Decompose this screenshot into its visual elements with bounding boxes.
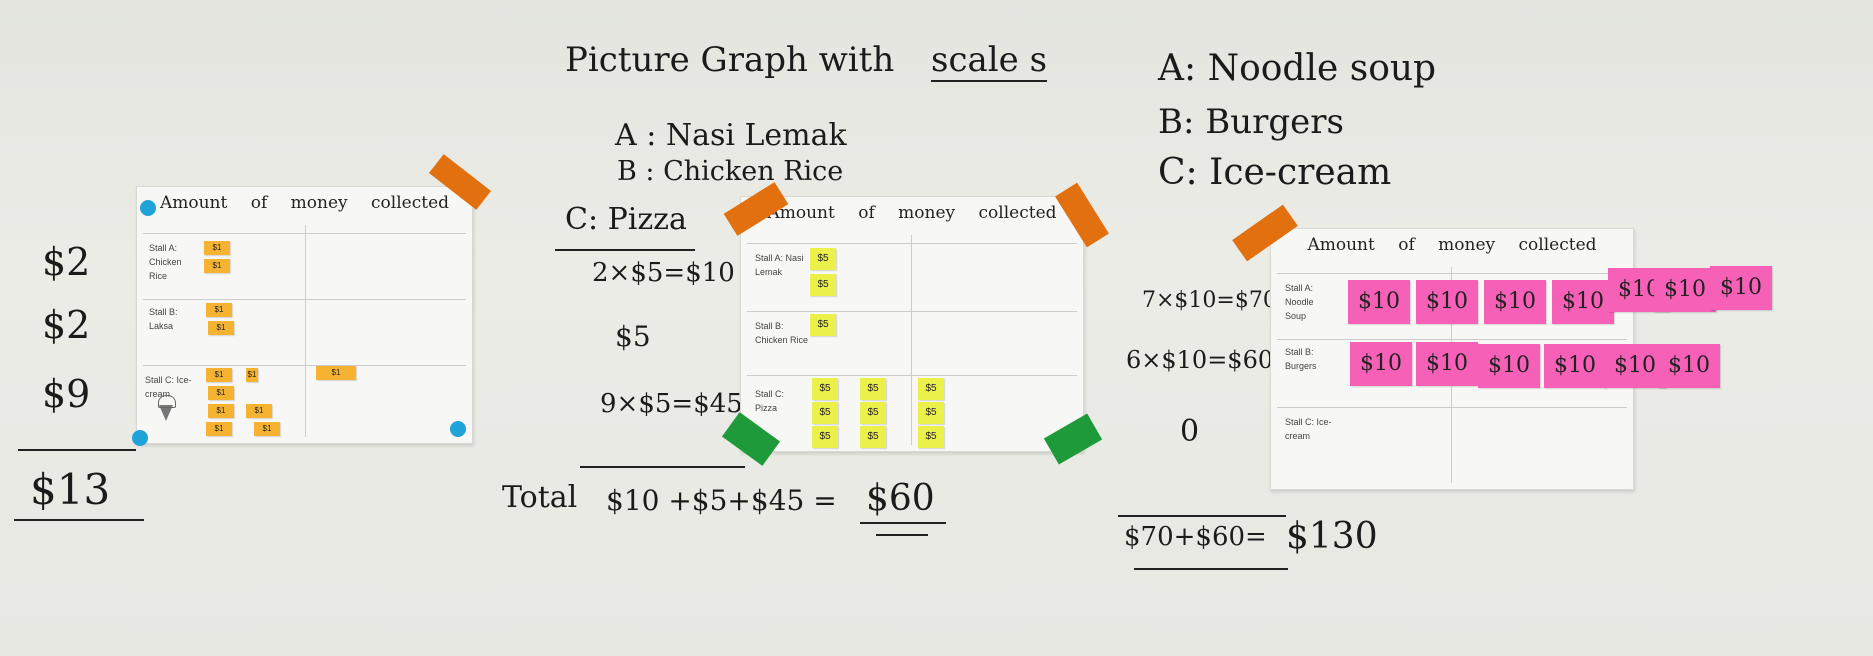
sticky-note: $5	[918, 426, 944, 448]
left-sum-line	[18, 449, 136, 451]
picture-graph-poster-1: Amount of money collected Stall A: Chick…	[136, 186, 473, 444]
middle-total-result: $60	[866, 478, 935, 519]
key-b-burgers: B: Burgers	[1158, 102, 1344, 142]
poster-3-gridline	[1277, 407, 1627, 408]
poster-3-row-a-label: Stall A: Noodle Soup	[1285, 283, 1314, 321]
sticky-note: $1	[206, 422, 232, 436]
poster-2-gridline	[747, 311, 1077, 312]
calc-ice-cream: 0	[1180, 414, 1200, 449]
sticky-note: $1	[254, 422, 280, 436]
key-a-noodle-soup: A: Noodle soup	[1158, 48, 1437, 89]
magnet-icon	[132, 430, 148, 446]
sticky-note: $5	[812, 378, 838, 400]
poster-1-gridline	[143, 233, 466, 234]
key-underline	[555, 249, 695, 251]
poster-3-row-b-label: Stall B: Burgers	[1285, 347, 1317, 371]
sticky-note: $10	[1658, 344, 1720, 388]
sticky-note: $1	[204, 259, 230, 273]
poster-2-row-b-label: Stall B: Chicken Rice	[755, 321, 809, 345]
poster-2-title: Amount of money collected	[767, 203, 1057, 223]
calc-stall-c: 9×$5=$45	[600, 389, 743, 419]
calc-stall-b: $5	[615, 320, 651, 353]
sticky-note: $5	[918, 402, 944, 424]
calc-burgers: 6×$10=$60	[1126, 346, 1274, 374]
sticky-note: $5	[812, 426, 838, 448]
sticky-note: $5	[860, 402, 886, 424]
poster-1-row-b-label: Stall B: Laksa	[149, 307, 178, 331]
left-total-underline	[14, 519, 144, 521]
poster-3-title: Amount of money collected	[1307, 235, 1597, 255]
middle-sum-line	[580, 466, 745, 468]
magnet-icon	[140, 200, 156, 216]
title-text: Picture Graph with	[565, 40, 895, 80]
sticky-note: $1	[208, 321, 234, 335]
middle-total-underline-2	[876, 534, 928, 536]
calc-noodle-soup: 7×$10=$70	[1142, 288, 1277, 313]
sticky-note: $5	[860, 378, 886, 400]
sticky-note: $10	[1348, 280, 1410, 324]
sticky-note: $1	[204, 241, 230, 255]
sticky-note: $5	[812, 402, 838, 424]
key-c-pizza: C: Pizza	[565, 202, 687, 237]
left-total: $13	[30, 465, 111, 514]
sticky-note: $1	[206, 303, 232, 317]
left-amount-a: $2	[42, 240, 91, 284]
right-sum-line	[1118, 515, 1286, 517]
middle-total-label: Total	[502, 480, 578, 515]
sticky-note: $10	[1654, 268, 1716, 312]
poster-3-gridline	[1277, 273, 1627, 274]
key-c-ice-cream: C: Ice-cream	[1158, 152, 1392, 193]
poster-3-gridline	[1277, 339, 1627, 340]
poster-2-gridline	[747, 375, 1077, 376]
right-total-underline	[1134, 568, 1288, 570]
sticky-note: $5	[918, 378, 944, 400]
key-a-nasi-lemak: A : Nasi Lemak	[615, 118, 847, 153]
right-total-result: $130	[1286, 516, 1378, 557]
sticky-note: $10	[1710, 266, 1772, 310]
left-amount-c: $9	[42, 372, 91, 416]
sticky-note: $10	[1350, 342, 1412, 386]
calc-stall-a: 2×$5=$10	[592, 258, 735, 288]
sticky-note: $5	[810, 248, 836, 270]
poster-2-gridline	[747, 243, 1077, 244]
graph-title: Picture Graph with scale s	[565, 40, 1048, 82]
left-amount-b: $2	[42, 303, 91, 347]
poster-2-row-a-label: Stall A: Nasi Lemak	[755, 253, 804, 277]
sticky-note: $1	[208, 386, 234, 400]
sticky-note: $10	[1544, 344, 1606, 388]
sticky-note: $10	[1416, 342, 1478, 386]
poster-1-row-c-label: Stall C: Ice-cream	[145, 375, 192, 399]
sticky-note: $10	[1604, 344, 1666, 388]
poster-1-gridline	[143, 365, 466, 366]
sticky-note: $1	[206, 368, 232, 382]
right-total-expression: $70+$60=	[1124, 522, 1267, 552]
poster-1-row-a-label: Stall A: Chicken Rice	[149, 243, 182, 281]
poster-2-row-c-label: Stall C: Pizza	[755, 389, 785, 413]
sticky-note: $1	[208, 404, 234, 418]
sticky-note: $5	[810, 274, 836, 296]
sticky-note: $1	[246, 368, 258, 382]
ice-cream-icon	[159, 405, 173, 421]
sticky-note: $5	[810, 314, 836, 336]
poster-1-gridline	[143, 299, 466, 300]
magnet-icon	[450, 421, 466, 437]
middle-total-expression: $10 +$5+$45 =	[606, 484, 837, 517]
middle-total-underline	[860, 522, 946, 524]
poster-1-title: Amount of money collected	[159, 193, 450, 213]
poster-1-fold-line	[305, 225, 306, 437]
title-underlined-word: scale s	[931, 40, 1048, 82]
poster-3-row-c-label: Stall C: Ice-cream	[1285, 417, 1332, 441]
sticky-note: $10	[1484, 280, 1546, 324]
sticky-note: $10	[1478, 344, 1540, 388]
ice-cream-scoop-icon	[158, 395, 176, 408]
sticky-note: $1	[246, 404, 272, 418]
sticky-note: $10	[1416, 280, 1478, 324]
poster-2-fold-line	[911, 235, 912, 445]
sticky-note: $5	[860, 426, 886, 448]
picture-graph-poster-2: Amount of money collected Stall A: Nasi …	[740, 196, 1084, 452]
key-b-chicken-rice: B : Chicken Rice	[617, 156, 844, 187]
sticky-note: $1	[316, 366, 356, 380]
sticky-note: $10	[1552, 280, 1614, 324]
